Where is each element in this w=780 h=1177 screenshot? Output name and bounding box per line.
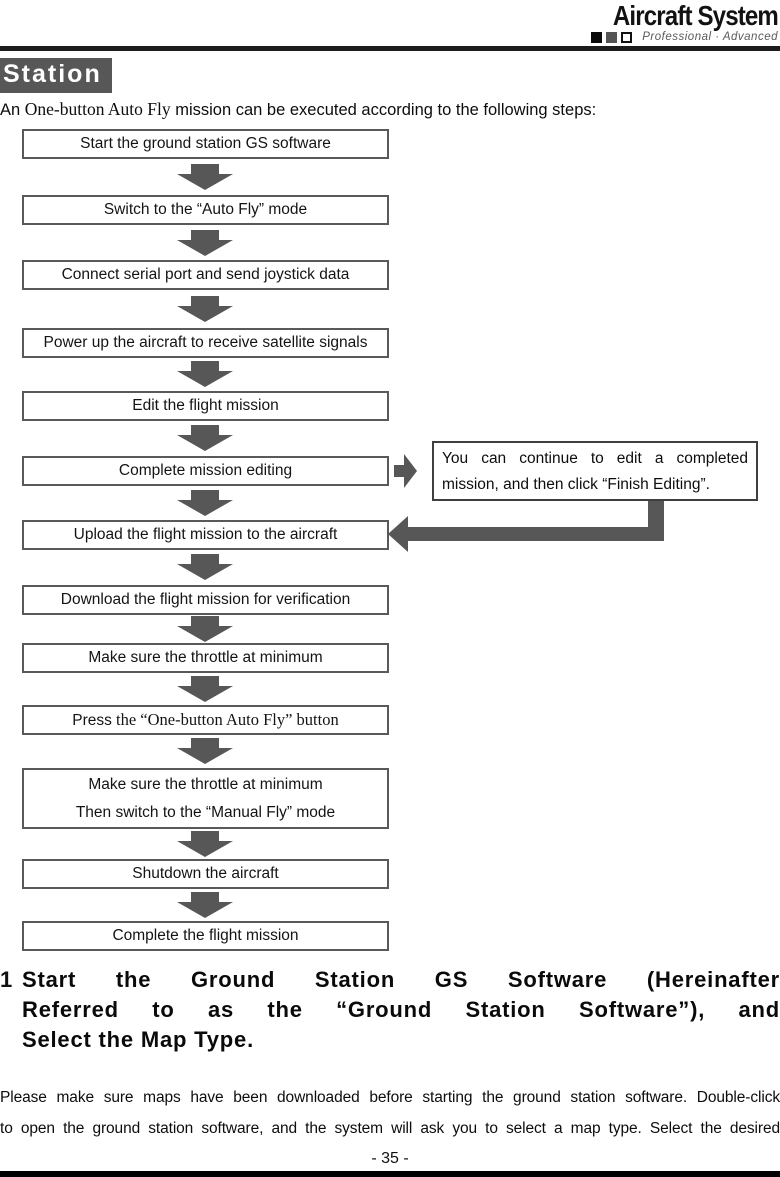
down-arrow-icon bbox=[177, 296, 233, 322]
down-arrow-icon bbox=[177, 164, 233, 190]
down-arrow-icon bbox=[177, 616, 233, 642]
flow-step-power-up: Power up the aircraft to receive satelli… bbox=[22, 328, 389, 358]
right-arrow-icon bbox=[394, 454, 417, 488]
down-arrow-icon bbox=[177, 425, 233, 451]
logo-square-gray-icon bbox=[606, 31, 618, 43]
section-title: Station bbox=[0, 58, 112, 93]
step-line-1: Make sure the throttle at minimum bbox=[88, 775, 323, 793]
flow-step-download-verify: Download the flight mission for verifica… bbox=[22, 585, 389, 615]
flow-step-shutdown: Shutdown the aircraft bbox=[22, 859, 389, 889]
left-arrowhead-icon bbox=[388, 516, 408, 552]
logo-square-outline-icon bbox=[621, 31, 633, 43]
heading-line-1: Start the Ground Station GS Software (He… bbox=[22, 967, 780, 992]
intro-prefix: An bbox=[0, 101, 25, 119]
brand-logo: Aircraft System Professional · Advanced bbox=[586, 0, 779, 43]
flow-step-start-gs: Start the ground station GS software bbox=[22, 129, 389, 159]
step-line-2: Then switch to the “Manual Fly” mode bbox=[75, 803, 336, 821]
down-arrow-icon bbox=[177, 490, 233, 516]
flow-step-edit-mission: Edit the flight mission bbox=[22, 391, 389, 421]
brand-logo-subrow: Professional · Advanced bbox=[586, 31, 778, 43]
intro-term: One-button Auto Fly bbox=[24, 99, 171, 119]
press-label-sans: Press bbox=[72, 711, 112, 729]
flow-step-complete-editing: Complete mission editing bbox=[22, 456, 389, 486]
intro-sentence: An One-button Auto Fly mission can be ex… bbox=[0, 99, 780, 120]
body-paragraph: Please make sure maps have been download… bbox=[0, 1082, 780, 1144]
down-arrow-icon bbox=[177, 892, 233, 918]
note-box: You can continue to edit a completed mis… bbox=[432, 441, 758, 501]
down-arrow-icon bbox=[177, 738, 233, 764]
flow-step-upload-mission: Upload the flight mission to the aircraf… bbox=[22, 520, 389, 550]
heading-line-2: Referred to as the “Ground Station Softw… bbox=[22, 997, 780, 1022]
down-arrow-icon bbox=[177, 554, 233, 580]
step-heading-text: Start the Ground Station GS Software (He… bbox=[22, 965, 780, 1055]
step-heading: 1 Start the Ground Station GS Software (… bbox=[0, 965, 780, 1055]
brand-logo-title: Aircraft System bbox=[612, 0, 779, 31]
press-label-serif: the “One-button Auto Fly” button bbox=[111, 709, 339, 729]
page-number: - 35 - bbox=[371, 1150, 409, 1167]
note-connector-horizontal bbox=[408, 527, 664, 541]
note-line-1: You can continue to edit a completed bbox=[442, 450, 748, 467]
intro-suffix: mission can be executed according to the… bbox=[170, 101, 597, 119]
flow-step-throttle-then-manual: Make sure the throttle at minimum Then s… bbox=[22, 768, 389, 829]
step-heading-number: 1 bbox=[0, 967, 13, 992]
heading-line-3: Select the Map Type. bbox=[22, 1027, 254, 1052]
header-divider bbox=[0, 46, 780, 51]
flow-step-auto-fly-mode: Switch to the “Auto Fly” mode bbox=[22, 195, 389, 225]
flowchart: Start the ground station GS software Swi… bbox=[0, 123, 780, 961]
flow-step-press-one-button: Press the “One-button Auto Fly” button bbox=[22, 705, 389, 735]
down-arrow-icon bbox=[177, 230, 233, 256]
page-header: Aircraft System Professional · Advanced bbox=[0, 0, 780, 46]
footer-divider bbox=[0, 1171, 780, 1177]
flow-step-complete-mission: Complete the flight mission bbox=[22, 921, 389, 951]
note-line-2: mission, and then click “Finish Editing”… bbox=[442, 476, 710, 493]
logo-square-black-icon bbox=[591, 31, 603, 43]
paragraph-line-2: to open the ground station software, and… bbox=[0, 1120, 780, 1137]
flow-step-throttle-min: Make sure the throttle at minimum bbox=[22, 643, 389, 673]
flow-step-serial-port: Connect serial port and send joystick da… bbox=[22, 260, 389, 290]
down-arrow-icon bbox=[177, 361, 233, 387]
down-arrow-icon bbox=[177, 831, 233, 857]
brand-logo-subtitle: Professional · Advanced bbox=[642, 31, 778, 43]
paragraph-line-1: Please make sure maps have been download… bbox=[0, 1089, 780, 1106]
down-arrow-icon bbox=[177, 676, 233, 702]
